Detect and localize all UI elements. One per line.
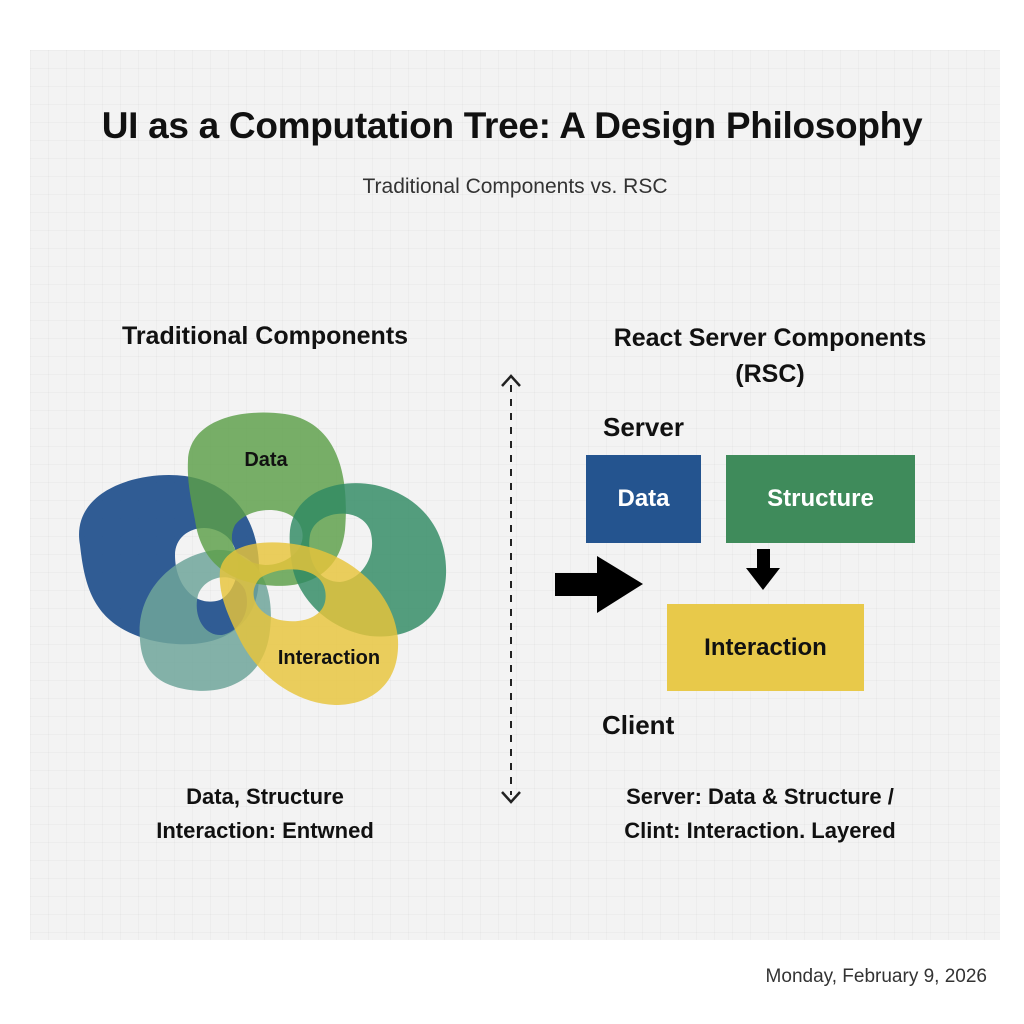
rsc-data-box: Data (586, 455, 701, 543)
server-label: Server (603, 412, 684, 442)
arrow-right-icon (555, 556, 643, 613)
arrow-down-icon (746, 549, 780, 590)
rsc-heading: React Server Components (RSC) (560, 320, 980, 392)
page-subtitle: Traditional Components vs. RSC (362, 175, 668, 198)
traditional-caption-line2: Interaction: Entwned (156, 818, 374, 843)
blob-teal-light (139, 549, 271, 691)
footer-date: Monday, February 9, 2026 (765, 966, 987, 987)
rsc-heading-line2: (RSC) (735, 360, 805, 388)
rsc-interaction-box-label: Interaction (704, 633, 827, 661)
venn-label-interaction: Interaction (278, 647, 380, 669)
rsc-structure-box-label: Structure (767, 485, 874, 512)
venn-label-data: Data (244, 449, 288, 471)
chevron-up-icon (501, 374, 521, 387)
rsc-structure-box: Structure (726, 455, 915, 543)
rsc-heading-line1: React Server Components (613, 324, 927, 352)
traditional-caption-line1: Data, Structure (186, 784, 344, 809)
client-label: Client (602, 710, 675, 740)
rsc-caption-line1: Server: Data & Structure / (626, 784, 894, 809)
page-title: UI as a Computation Tree: A Design Philo… (101, 105, 923, 146)
rsc-caption-line2: Clint: Interaction. Layered (624, 818, 896, 843)
rsc-interaction-box: Interaction (667, 604, 864, 691)
rsc-caption: Server: Data & Structure / Clint: Intera… (570, 780, 950, 848)
vertical-divider (501, 374, 521, 804)
traditional-components-heading: Traditional Components (121, 322, 409, 350)
rsc-data-box-label: Data (617, 485, 670, 512)
traditional-caption: Data, Structure Interaction: Entwned (90, 780, 440, 848)
blob-yellow (219, 542, 399, 705)
chevron-down-icon (501, 791, 521, 804)
